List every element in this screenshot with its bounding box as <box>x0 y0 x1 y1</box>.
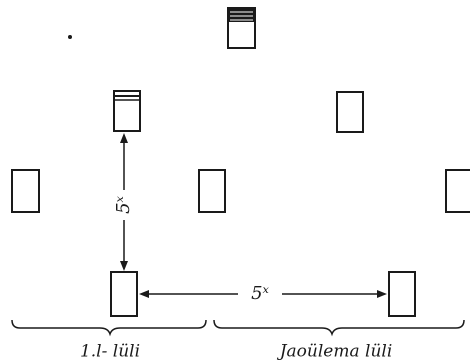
block-middle-center <box>198 169 226 213</box>
block-top-striped <box>227 7 256 49</box>
vertical-dimension-arrow <box>113 133 135 271</box>
left-group-brace <box>11 319 207 337</box>
right-group-label: Jaoülema lüli <box>277 342 393 360</box>
block-middle-far-left <box>11 169 40 213</box>
block-upper-left-marked <box>113 90 141 132</box>
horizontal-measure-label: 5ˣ <box>251 283 269 304</box>
block-bottom-left <box>110 271 138 317</box>
block-bottom-right <box>388 271 416 317</box>
horizontal-dimension-arrow <box>139 282 387 304</box>
block-middle-far-right <box>445 169 470 213</box>
right-group-brace <box>213 319 465 337</box>
vertical-measure-label: 5ˣ <box>113 195 134 213</box>
block-upper-right <box>336 91 364 133</box>
stray-dot <box>68 35 72 39</box>
left-group-label: 1.l- lüli <box>80 342 140 360</box>
